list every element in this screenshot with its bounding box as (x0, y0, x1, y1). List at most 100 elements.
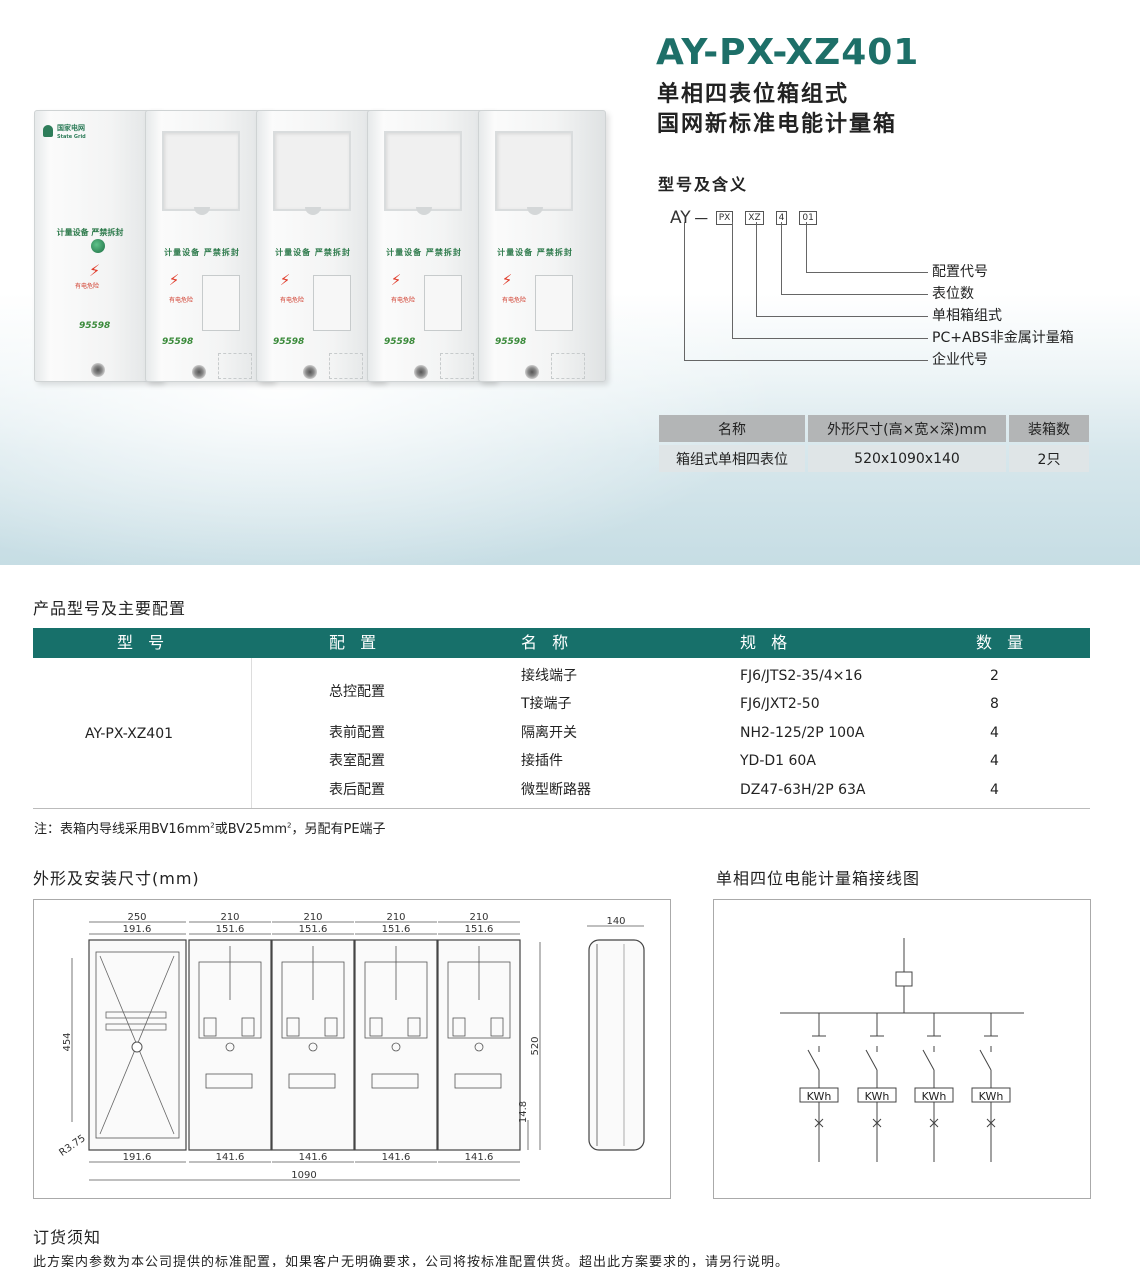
spec-qty: 2只 (1009, 445, 1089, 472)
config-item-name: 接线端子 (521, 668, 577, 684)
model-meaning-heading: 型号及含义 (658, 175, 749, 194)
lock-knob-icon (525, 365, 539, 379)
order-text: 此方案内参数为本公司提供的标准配置，如果客户无明确要求，公司将按标准配置供货。超… (33, 1255, 790, 1267)
config-header-name: 名 称 (521, 633, 574, 652)
danger-label: 有电危险 (168, 297, 193, 304)
dimension-drawing-frame: 250 191.6 210 151.6 210 151.6 210 151.6 … (33, 899, 671, 1199)
dim-bottom-inner: 141.6 (299, 1152, 328, 1163)
leader-line (781, 222, 782, 294)
dim-depth: 140 (606, 916, 625, 927)
danger-label: 有电危险 (390, 297, 415, 304)
dim-top-width: 210 (303, 912, 322, 923)
label-plate (329, 353, 363, 379)
leader-line (732, 222, 733, 338)
config-header-model: 型 号 (117, 633, 170, 652)
meter-unit: 计量设备 严禁拆封 ⚡ 有电危险 95598 (145, 110, 273, 382)
config-item-spec: FJ6/JTS2-35/4×16 (740, 668, 863, 684)
meter-window (273, 131, 351, 211)
dim-top-width: 210 (469, 912, 488, 923)
meter-unit: 计量设备 严禁拆封 ⚡ 有电危险 95598 (367, 110, 495, 382)
dim-top-inner: 191.6 (123, 924, 152, 935)
dim-top-inner: 151.6 (465, 924, 494, 935)
meter-window (162, 131, 240, 211)
hotline-logo: 95598 (162, 337, 194, 347)
config-group: 表室配置 (329, 753, 385, 769)
label-plate (218, 353, 252, 379)
config-group: 总控配置 (329, 684, 385, 700)
config-item-name: 接插件 (521, 753, 563, 769)
dimension-drawing: 250 191.6 210 151.6 210 151.6 210 151.6 … (57, 912, 645, 1181)
dim-bottom-inner: 141.6 (465, 1152, 494, 1163)
state-grid-logo-icon (43, 125, 53, 137)
dim-top-width: 210 (386, 912, 405, 923)
lightning-icon: ⚡ (390, 271, 402, 289)
wiring-note: 注：表箱内导线采用BV16mm2或BV25mm2，另配有PE端子 (34, 818, 386, 837)
config-item-qty: 2 (990, 668, 999, 684)
config-group: 表前配置 (329, 725, 385, 741)
window-tab (194, 207, 210, 215)
danger-label: 有电危险 (501, 297, 526, 304)
seal-warning: 计量设备 严禁拆封 (386, 248, 462, 257)
config-item-spec: DZ47-63H/2P 63A (740, 782, 866, 798)
wiring-heading: 单相四位电能计量箱接线图 (716, 869, 921, 888)
config-model-cell: AY-PX-XZ401 (85, 726, 174, 742)
meter-window (495, 131, 573, 211)
model-code-box: 01 (799, 210, 817, 225)
breaker-slot (202, 275, 240, 331)
config-item-spec: NH2-125/2P 100A (740, 725, 865, 741)
dim-radius: R3.75 (57, 1133, 87, 1159)
lock-knob-icon (91, 363, 105, 377)
config-bottom-border (33, 808, 1090, 809)
dim-top-inner: 151.6 (216, 924, 245, 935)
dim-total-width: 1090 (291, 1170, 316, 1181)
dim-top-inner: 151.6 (382, 924, 411, 935)
kwh-meter-label: KWh (979, 1090, 1004, 1103)
lightning-icon: ⚡ (168, 271, 180, 289)
meaning-config-code: 配置代号 (932, 264, 988, 280)
config-group: 表后配置 (329, 782, 385, 798)
dim-small: 14.8 (518, 1101, 529, 1123)
spec-name: 箱组式单相四表位 (659, 445, 805, 472)
model-code-box: XZ (745, 210, 764, 225)
config-item-name: T接端子 (521, 696, 572, 712)
wiring-diagram: KWh KWh KWh KWh (780, 938, 1024, 1162)
meaning-company-code: 企业代号 (932, 352, 988, 368)
config-item-spec: FJ6/JXT2-50 (740, 696, 820, 712)
indicator-led-icon (91, 239, 105, 253)
config-header-row: 型 号 配 置 名 称 规 格 数 量 (33, 628, 1090, 658)
seal-warning: 计量设备 严禁拆封 (497, 248, 573, 257)
order-heading: 订货须知 (33, 1228, 102, 1247)
breaker-slot (535, 275, 573, 331)
model-dash: － (692, 210, 710, 230)
dim-height-outer: 454 (62, 1032, 73, 1051)
dim-bottom-inner: 141.6 (382, 1152, 411, 1163)
meter-unit: 计量设备 严禁拆封 ⚡ 有电危险 95598 (478, 110, 606, 382)
leader-line (806, 272, 928, 273)
lightning-icon: ⚡ (279, 271, 291, 289)
danger-label: 有电危险 (279, 297, 304, 304)
meaning-material: PC+ABS非金属计量箱 (932, 330, 1074, 346)
spec-header-name: 名称 (659, 415, 805, 442)
dim-top-width: 210 (220, 912, 239, 923)
config-item-qty: 4 (990, 753, 999, 769)
window-tab (305, 207, 321, 215)
spec-header-row: 名称 外形尺寸(高×宽×深)mm 装箱数 (659, 415, 1089, 442)
lightning-icon: ⚡ (501, 271, 513, 289)
leader-line (684, 222, 685, 360)
lock-knob-icon (192, 365, 206, 379)
config-table: 型 号 配 置 名 称 规 格 数 量 AY-PX-XZ401 总控配置 表前配… (33, 628, 1090, 809)
hotline-logo: 95598 (79, 321, 111, 331)
dim-top-inner: 151.6 (299, 924, 328, 935)
leader-line (756, 316, 928, 317)
note-superscript: 2 (210, 821, 215, 830)
dimensions-heading: 外形及安装尺寸(mm) (33, 869, 200, 888)
config-item-qty: 8 (990, 696, 999, 712)
config-header-spec: 规 格 (740, 633, 793, 652)
config-heading: 产品型号及主要配置 (33, 599, 187, 618)
config-item-name: 微型断路器 (521, 782, 591, 798)
kwh-meter-label: KWh (922, 1090, 947, 1103)
kwh-meter-label: KWh (865, 1090, 890, 1103)
dim-height-side: 520 (530, 1036, 541, 1055)
note-part: ，另配有PE端子 (291, 822, 386, 837)
